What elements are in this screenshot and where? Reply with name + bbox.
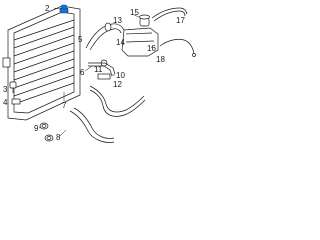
callout-2: 2 <box>45 4 50 13</box>
coolant-reservoir <box>121 14 159 57</box>
callout-17: 17 <box>176 16 185 25</box>
callout-7: 7 <box>62 101 67 110</box>
hose-clamp-upper <box>100 22 112 67</box>
callout-13: 13 <box>113 16 122 25</box>
leader-9 <box>38 126 42 129</box>
callout-15: 15 <box>130 8 139 17</box>
callout-10: 10 <box>116 71 125 80</box>
leader-16 <box>150 44 154 49</box>
coolant-pipe <box>88 62 116 80</box>
bracket-line <box>159 38 196 57</box>
clip-part <box>11 98 21 105</box>
parts-diagram: 2 3 4 5 6 11 12 10 13 14 15 16 <box>2 4 196 143</box>
callout-11: 11 <box>94 65 103 74</box>
drain-plug <box>9 81 17 93</box>
hose-clamp-lower <box>39 122 54 142</box>
callout-18: 18 <box>156 55 165 64</box>
upper-hose <box>85 23 125 51</box>
callout-6: 6 <box>80 68 85 77</box>
callout-14: 14 <box>116 38 125 47</box>
leader-15 <box>133 14 140 18</box>
overflow-hose <box>151 7 188 22</box>
lower-hose <box>69 85 146 143</box>
callout-8: 8 <box>56 133 61 142</box>
callout-3: 3 <box>3 85 8 94</box>
leader-6 <box>84 65 93 72</box>
callout-4: 4 <box>3 98 8 107</box>
callout-9: 9 <box>34 124 39 133</box>
leader-8 <box>59 129 67 137</box>
callout-5: 5 <box>78 35 83 44</box>
radiator-cap-highlight <box>59 4 69 14</box>
leader-2 <box>53 7 61 10</box>
callout-12: 12 <box>113 80 122 89</box>
callout-16: 16 <box>147 44 156 53</box>
radiator <box>2 5 81 121</box>
